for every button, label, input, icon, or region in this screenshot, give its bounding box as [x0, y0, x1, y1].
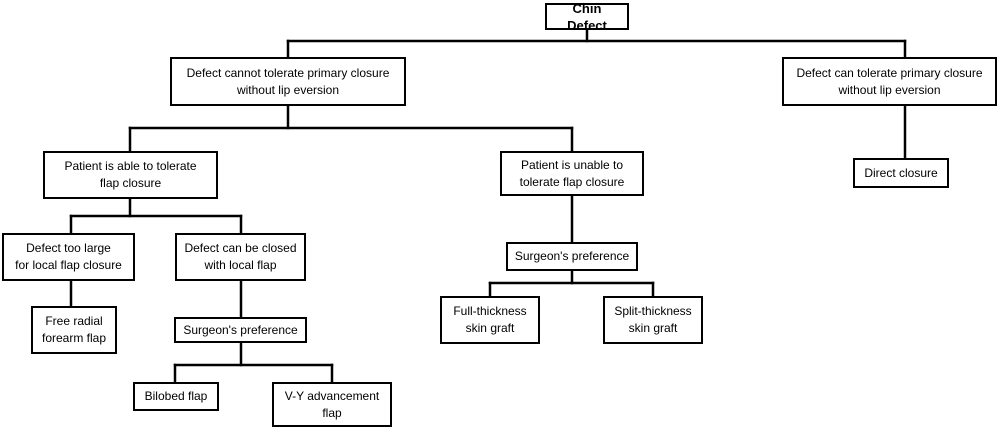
node-surgeons-preference-right: Surgeon's preference: [506, 242, 638, 271]
node-free-radial-forearm-flap: Free radial forearm flap: [31, 306, 117, 354]
node-can-tolerate-primary-closure: Defect can tolerate primary closure with…: [782, 57, 997, 106]
node-chin-defect: Chin Defect: [545, 1, 629, 33]
node-direct-closure: Direct closure: [853, 158, 949, 188]
node-vy-advancement-flap: V-Y advancement flap: [272, 382, 392, 427]
node-bilobed-flap: Bilobed flap: [133, 382, 219, 411]
node-defect-too-large: Defect too large for local flap closure: [2, 233, 135, 281]
node-surgeons-preference-left: Surgeon's preference: [174, 317, 307, 343]
node-defect-local-flap: Defect can be closed with local flap: [175, 233, 306, 281]
node-full-thickness-skin-graft: Full-thickness skin graft: [440, 296, 540, 344]
node-split-thickness-skin-graft: Split-thickness skin graft: [603, 296, 703, 344]
node-patient-able-flap: Patient is able to tolerate flap closure: [43, 151, 218, 199]
node-patient-unable-flap: Patient is unable to tolerate flap closu…: [500, 151, 644, 196]
node-cannot-tolerate-primary-closure: Defect cannot tolerate primary closure w…: [170, 57, 406, 106]
